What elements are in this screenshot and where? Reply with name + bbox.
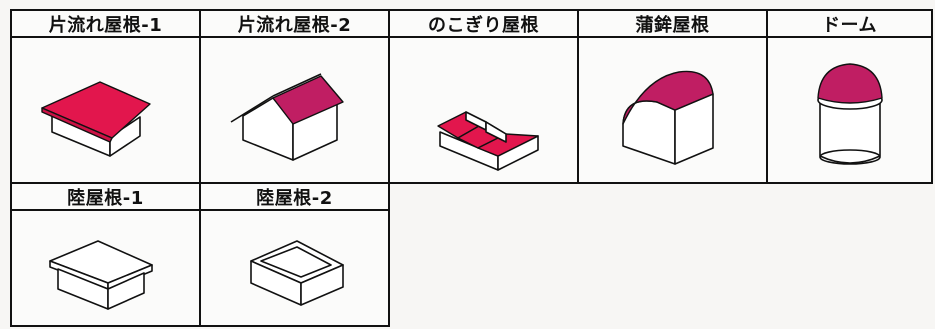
roof-cell-shed-2: 片流れ屋根-2 bbox=[199, 9, 390, 184]
barrel-roof-icon bbox=[579, 38, 766, 182]
sawtooth-roof-icon bbox=[390, 38, 577, 182]
roof-cell-shed-1: 片流れ屋根-1 bbox=[10, 9, 201, 184]
roof-label: のこぎり屋根 bbox=[390, 11, 577, 38]
roof-label: 片流れ屋根-1 bbox=[12, 11, 199, 38]
roof-label: 片流れ屋根-2 bbox=[201, 11, 388, 38]
shed-roof-2-icon bbox=[201, 38, 388, 182]
roof-label: 陸屋根-1 bbox=[12, 184, 199, 211]
roof-cell-flat-2: 陸屋根-2 bbox=[199, 182, 390, 327]
roof-cell-dome: ドーム bbox=[766, 9, 933, 184]
roof-label: ドーム bbox=[768, 11, 931, 38]
dome-roof-icon bbox=[768, 38, 931, 182]
roof-types-table: 片流れ屋根-1 片流れ屋根-2 bbox=[10, 9, 933, 327]
roof-cell-flat-1: 陸屋根-1 bbox=[10, 182, 201, 327]
roof-cell-sawtooth: のこぎり屋根 bbox=[388, 9, 579, 184]
roof-label: 陸屋根-2 bbox=[201, 184, 388, 211]
roof-cell-barrel: 蒲鉾屋根 bbox=[577, 9, 768, 184]
flat-roof-2-icon bbox=[201, 211, 388, 325]
flat-roof-1-icon bbox=[12, 211, 199, 325]
roof-label: 蒲鉾屋根 bbox=[579, 11, 766, 38]
shed-roof-1-icon bbox=[12, 38, 199, 182]
